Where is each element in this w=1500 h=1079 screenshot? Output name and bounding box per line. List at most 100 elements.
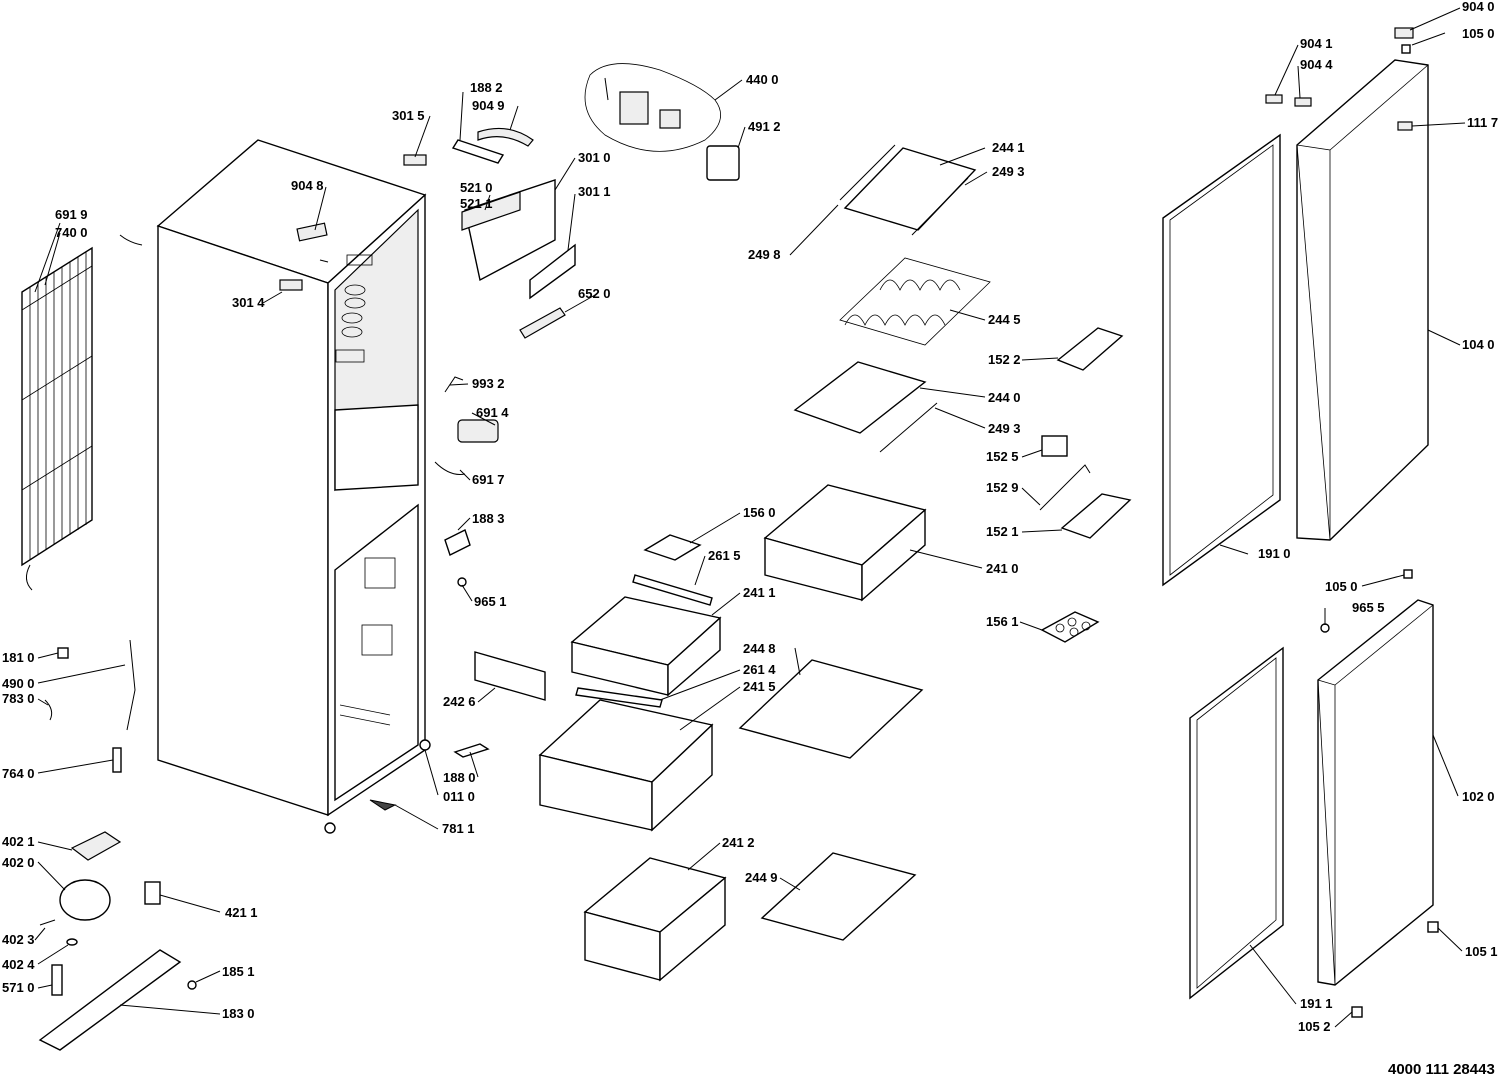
part-301-5 (403, 154, 427, 166)
part-185-1 (187, 980, 197, 990)
part-156-0 (643, 534, 702, 561)
part-label: 402 3 (2, 932, 35, 947)
part-label: 993 2 (472, 376, 505, 391)
part-label: 244 0 (988, 390, 1021, 405)
part-label: 104 0 (1462, 337, 1495, 352)
part-label: 691 9 (55, 207, 88, 222)
part-label: 904 8 (291, 178, 324, 193)
part-904-1 (1265, 94, 1283, 104)
part-label: 904 9 (472, 98, 505, 113)
part-783-0 (44, 699, 53, 721)
part-402-3 (39, 919, 56, 926)
part-label: 491 2 (748, 119, 781, 134)
part-904-9 (477, 127, 534, 147)
part-label: 105 0 (1325, 579, 1358, 594)
part-label: 402 1 (2, 834, 35, 849)
part-491-2 (706, 145, 740, 181)
part-244-5-wine-rack (839, 257, 991, 346)
part-181-0 (57, 647, 69, 659)
part-965-1 (457, 577, 467, 587)
part-label: 781 1 (442, 821, 475, 836)
part-label: 740 0 (55, 225, 88, 240)
part-691-7 (434, 461, 466, 475)
part-label: 965 1 (474, 594, 507, 609)
part-188-2 (451, 139, 505, 164)
part-402-4 (66, 938, 78, 946)
part-105-1 (1427, 921, 1439, 933)
part-156-1-egg-tray (1040, 611, 1100, 643)
part-label: 965 5 (1352, 600, 1385, 615)
part-label: 188 2 (470, 80, 503, 95)
part-label: 249 3 (988, 421, 1021, 436)
part-label: 571 0 (2, 980, 35, 995)
document-number: 4000 111 28443 (1388, 1061, 1495, 1078)
part-244-1 (843, 147, 977, 231)
part-152-2 (1056, 327, 1124, 371)
part-label: 011 0 (443, 789, 475, 804)
part-label: 249 8 (748, 247, 781, 262)
part-label: 241 0 (986, 561, 1019, 576)
part-244-0 (793, 361, 927, 434)
part-249-8 (839, 144, 896, 201)
part-label: 402 4 (2, 957, 35, 972)
part-label: 783 0 (2, 691, 35, 706)
part-label: 301 5 (392, 108, 425, 123)
part-label: 440 0 (746, 72, 779, 87)
part-904-4 (1294, 97, 1312, 107)
part-label: 244 5 (988, 312, 1021, 327)
part-571-0 (51, 964, 63, 996)
part-label: 102 0 (1462, 789, 1495, 804)
part-301-1 (529, 243, 576, 300)
part-249-3-mid (879, 402, 938, 453)
part-label: 191 0 (1258, 546, 1291, 561)
part-152-5 (1041, 435, 1068, 457)
part-label: 181 0 (2, 650, 35, 665)
part-402-0 (59, 879, 111, 921)
part-label: 152 2 (988, 352, 1021, 367)
part-label: 691 4 (476, 405, 509, 420)
part-421-1 (144, 881, 161, 905)
part-label: 244 8 (743, 641, 776, 656)
part-label: 156 1 (986, 614, 1019, 629)
part-521 (461, 191, 521, 231)
part-241-0-drawer (763, 484, 927, 602)
part-label: 521 1 (460, 196, 493, 211)
part-402-1 (70, 831, 122, 861)
part-label: 188 0 (443, 770, 476, 785)
part-152-9 (1039, 464, 1091, 511)
part-965-5 (1320, 623, 1330, 633)
part-188-3 (444, 529, 471, 556)
cabinet (156, 139, 431, 834)
leader-lines (34, 7, 1466, 1028)
part-label: 904 4 (1300, 57, 1333, 72)
part-188-0 (453, 743, 490, 758)
part-105-0-mid (1403, 569, 1413, 579)
part-261-5 (632, 574, 713, 606)
part-label: 105 1 (1465, 944, 1498, 959)
part-label: 152 9 (986, 480, 1019, 495)
part-label: 301 0 (578, 150, 611, 165)
part-label: 241 2 (722, 835, 755, 850)
part-440-0 (584, 63, 722, 152)
part-label: 244 1 (992, 140, 1025, 155)
part-764-0 (112, 747, 122, 773)
part-label: 764 0 (2, 766, 35, 781)
part-label: 241 5 (743, 679, 776, 694)
part-label: 156 0 (743, 505, 776, 520)
part-label: 301 1 (578, 184, 611, 199)
part-label: 105 2 (1298, 1019, 1331, 1034)
part-241-1-drawer (570, 596, 722, 697)
part-label: 261 4 (743, 662, 776, 677)
part-490-0 (126, 639, 136, 731)
part-191-0-gasket (1162, 133, 1281, 587)
part-104-0-upper-door (1296, 59, 1429, 541)
part-label: 191 1 (1300, 996, 1333, 1011)
part-label: 241 1 (743, 585, 776, 600)
part-102-0-lower-door (1317, 599, 1434, 986)
part-105-2 (1351, 1006, 1363, 1018)
part-label: 421 1 (225, 905, 258, 920)
part-191-1-gasket (1189, 646, 1284, 1000)
part-label: 521 0 (460, 180, 493, 195)
part-label: 183 0 (222, 1006, 255, 1021)
